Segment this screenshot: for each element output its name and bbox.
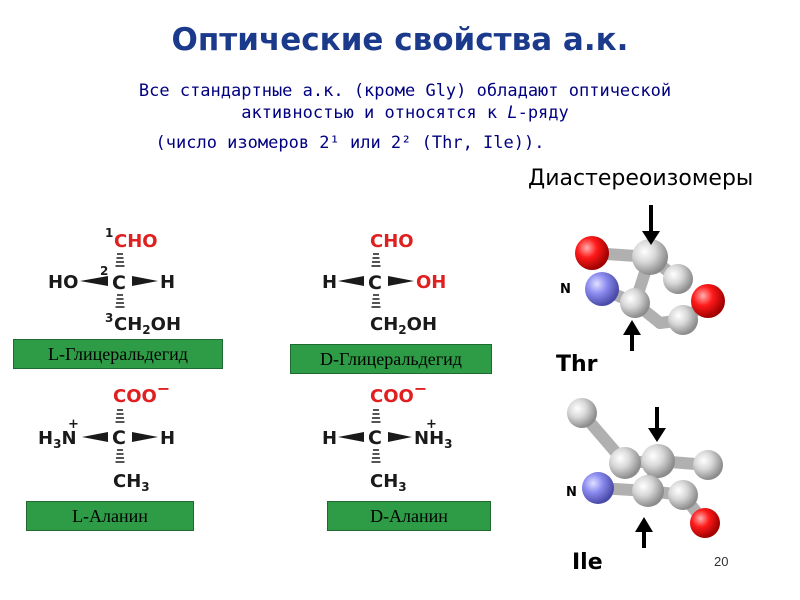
l-gly-top-group: CHO bbox=[114, 231, 158, 252]
l-gly-center: C bbox=[112, 272, 126, 294]
subtitle-line-2: активностью и относятся к L-ряду bbox=[60, 102, 750, 124]
l-glyceraldehyde-structure: 1 CHO HO 2 C H 3 CH2OH bbox=[48, 226, 181, 337]
ball-stick-models: N N bbox=[560, 205, 725, 548]
subtitle-line-2-prefix: активностью и относятся к bbox=[241, 103, 508, 123]
subtitle-line-2-suffix: -ряду bbox=[517, 103, 569, 123]
l-ala-bottom-group: CH3 bbox=[113, 471, 150, 494]
d-glyceraldehyde-structure: CHO H C OH CH2OH bbox=[322, 231, 446, 337]
fischer-projections: 1 CHO HO 2 C H 3 CH2OH CHO H C OH CH2OH bbox=[38, 226, 453, 494]
thr-nitrogen bbox=[585, 272, 619, 306]
diastereomers-heading: Диастереоизомеры bbox=[528, 166, 754, 191]
thr-oxygen-2 bbox=[691, 284, 725, 318]
d-ala-right-charge: + bbox=[426, 417, 437, 432]
label-d-glyceraldehyde: D-Глицеральдегид bbox=[290, 344, 492, 374]
l-ala-left-group: H3N bbox=[38, 428, 77, 451]
d-ala-right-group: NH3 bbox=[414, 428, 453, 451]
label-d-alanine: D-Аланин bbox=[327, 501, 491, 531]
label-l-alanine: L-Аланин bbox=[26, 501, 194, 531]
page-title: Оптические свойства а.к. bbox=[171, 22, 629, 58]
thr-arrow-top-icon bbox=[642, 205, 660, 245]
ile-nitrogen bbox=[582, 472, 614, 504]
d-gly-right-group: OH bbox=[416, 272, 446, 293]
thr-n-label: N bbox=[560, 282, 571, 297]
d-gly-left-group: H bbox=[322, 272, 337, 293]
l-gly-left-group: HO bbox=[48, 272, 78, 293]
l-ala-top-group: COO− bbox=[113, 379, 170, 407]
d-gly-top-group: CHO bbox=[370, 231, 414, 252]
thr-arrow-bottom-icon bbox=[623, 320, 641, 351]
l-ala-right-group: H bbox=[160, 428, 175, 449]
ile-arrow-bottom-icon bbox=[635, 517, 653, 548]
d-alanine-structure: COO− H C NH3 + CH3 bbox=[322, 379, 453, 494]
label-l-glyceraldehyde: L-Глицеральдегид bbox=[13, 339, 223, 369]
thr-name: Thr bbox=[556, 352, 598, 377]
subtitle-line-2-italic: L bbox=[507, 103, 518, 123]
subtitle-line-3: (число изомеров 2¹ или 2² (Thr, Ile)). bbox=[155, 133, 545, 153]
d-ala-top-group: COO− bbox=[370, 379, 427, 407]
ile-arrow-top-icon bbox=[648, 407, 666, 442]
thr-oxygen-1 bbox=[575, 236, 609, 270]
d-gly-bottom-group: CH2OH bbox=[370, 314, 437, 337]
l-ala-left-charge: + bbox=[68, 417, 79, 432]
page-number: 20 bbox=[714, 554, 729, 569]
d-gly-center: C bbox=[368, 272, 382, 294]
thr-model: N bbox=[560, 205, 725, 351]
l-gly-bottom-group: CH2OH bbox=[114, 314, 181, 337]
ile-name: Ile bbox=[572, 550, 603, 575]
subtitle-line-1: Все стандартные а.к. (кроме Gly) обладаю… bbox=[138, 81, 672, 101]
d-ala-left-group: H bbox=[322, 428, 337, 449]
l-ala-center: C bbox=[112, 427, 126, 449]
d-ala-bottom-group: CH3 bbox=[370, 471, 407, 494]
l-gly-bottom-number: 3 bbox=[105, 311, 113, 325]
ile-model: N bbox=[566, 398, 723, 548]
l-gly-center-number: 2 bbox=[100, 264, 108, 278]
l-gly-top-number: 1 bbox=[105, 226, 113, 240]
ile-n-label: N bbox=[566, 485, 577, 500]
ile-oxygen bbox=[690, 508, 720, 538]
l-gly-right-group: H bbox=[160, 272, 175, 293]
d-ala-center: C bbox=[368, 427, 382, 449]
l-alanine-structure: COO− H3N + C H CH3 bbox=[38, 379, 175, 494]
